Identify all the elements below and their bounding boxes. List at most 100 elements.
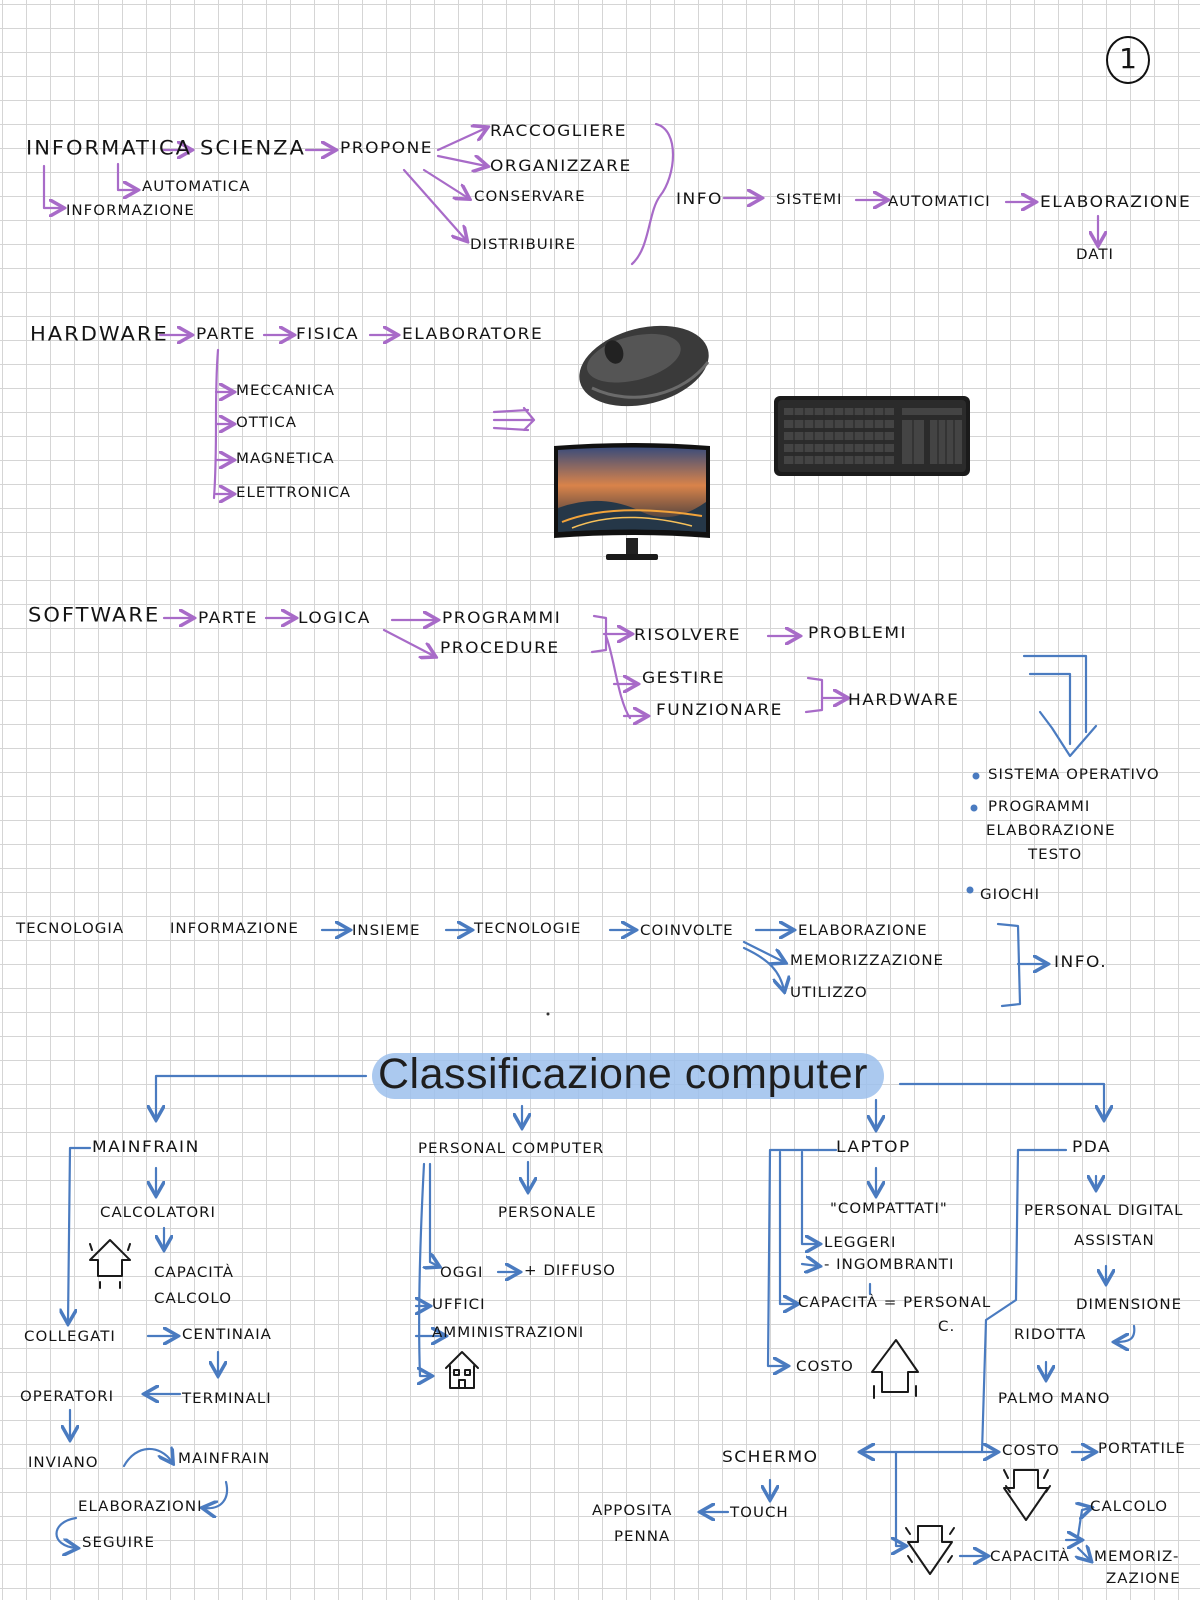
pc-uffici: UFFICI	[432, 1296, 486, 1313]
big-arrow-down	[1022, 654, 1098, 758]
laptop-apposita: APPOSITA	[592, 1502, 673, 1519]
node-propone: PROPONE	[340, 139, 434, 158]
arrow	[1078, 1548, 1090, 1560]
arrow	[122, 1449, 172, 1468]
node-info: INFO	[676, 190, 723, 209]
pc-amministrazioni: AMMINISTRAZIONI	[432, 1324, 585, 1341]
mainframe-elaborazioni: ELABORAZIONI	[78, 1498, 203, 1515]
node-informatica: INFORMATICA	[26, 137, 193, 160]
node-procedure: PROCEDURE	[440, 639, 560, 658]
pda-palmo-mano: PALMO MANO	[998, 1390, 1111, 1407]
down-arrow-icon	[905, 1525, 955, 1575]
node-parte-fisica: PARTE	[196, 325, 256, 344]
node-informazione-tec: INFORMAZIONE	[170, 920, 299, 937]
arrow	[766, 1148, 838, 1366]
bullet	[972, 772, 980, 780]
pc-personale: PERSONALE	[498, 1204, 597, 1221]
pda-memorizzazione: MEMORIZ-	[1094, 1548, 1180, 1565]
pda-dimensione: DIMENSIONE	[1076, 1296, 1183, 1313]
arrow	[422, 168, 468, 198]
mainframe-title: MAINFRAIN	[92, 1138, 200, 1157]
arrow	[204, 1480, 229, 1508]
node-tecnologia: TECNOLOGIA	[16, 920, 125, 937]
verb-raccogliere: RACCOGLIERE	[490, 122, 628, 141]
arrow	[896, 1450, 904, 1546]
node-coinvolte: COINVOLTE	[640, 922, 734, 939]
pda-portatile: PORTATILE	[1098, 1440, 1186, 1457]
tree-line-pda	[898, 1082, 1104, 1118]
arrow	[742, 946, 784, 990]
arrow	[436, 128, 486, 152]
bracket	[996, 922, 1022, 1008]
node-programmi: PROGRAMMI	[442, 609, 562, 628]
pda-personal-digital: PERSONAL DIGITAL	[1024, 1202, 1184, 1219]
arrow	[778, 1150, 796, 1304]
node-funzionare: FUNZIONARE	[656, 701, 783, 720]
bracket-line	[604, 634, 632, 720]
mainframe-inviano: INVIANO	[28, 1454, 99, 1471]
laptop-compattati: "COMPATTATI"	[830, 1200, 948, 1217]
pda-line	[980, 1148, 1068, 1454]
laptop-penna: PENNA	[614, 1528, 671, 1545]
node-elaborazione: ELABORAZIONE	[1040, 193, 1192, 212]
laptop-ingombranti: - INGOMBRANTI	[824, 1256, 955, 1273]
type-meccanica: MECCANICA	[236, 382, 336, 399]
arrow	[742, 940, 784, 962]
laptop-title: LAPTOP	[836, 1138, 911, 1157]
arrow	[402, 168, 466, 240]
laptop-touch: TOUCH	[730, 1504, 789, 1521]
arrow	[430, 1162, 438, 1266]
tree-line-mainframe	[156, 1074, 368, 1118]
type-ottica: OTTICA	[236, 414, 298, 431]
up-arrow-icon	[89, 1239, 131, 1289]
mainframe-capacita: CAPACITÀ	[154, 1264, 234, 1281]
type-magnetica: MAGNETICA	[236, 450, 335, 467]
pc-oggi: OGGI	[440, 1264, 484, 1281]
pda-title: PDA	[1072, 1138, 1112, 1157]
house-icon	[445, 1351, 479, 1389]
mainframe-mainfrain: MAINFRAIN	[178, 1450, 271, 1467]
mainframe-collegati: COLLEGATI	[24, 1328, 116, 1345]
arrow	[382, 628, 434, 656]
page-number: 1	[1106, 36, 1150, 84]
verb-conservare: CONSERVARE	[474, 188, 586, 205]
mainframe-terminali: TERMINALI	[182, 1390, 272, 1407]
node-info-tec: INFO.	[1054, 953, 1108, 972]
node-informazione: INFORMAZIONE	[66, 202, 195, 219]
node-hardware-target: HARDWARE	[848, 691, 960, 710]
mainframe-seguire: SEGUIRE	[82, 1534, 155, 1551]
mainframe-centinaia: CENTINAIA	[182, 1326, 272, 1343]
ink-dot	[546, 1012, 550, 1016]
bullet	[970, 804, 978, 812]
node-tecnologie: TECNOLOGIE	[474, 920, 582, 937]
double-arrow	[492, 406, 536, 432]
pc-diffuso: + DIFFUSO	[524, 1262, 616, 1279]
mainframe-operatori: OPERATORI	[20, 1388, 115, 1405]
arrow	[800, 1264, 818, 1266]
example-testo: TESTO	[1028, 846, 1083, 863]
laptop-capacita: CAPACITÀ = PERSONAL	[798, 1294, 992, 1311]
pda-ridotta: RIDOTTA	[1014, 1326, 1087, 1343]
pda-zazione: ZAZIONE	[1106, 1570, 1181, 1587]
arrow	[116, 162, 136, 190]
classification-title: Classificazione computer	[378, 1050, 868, 1098]
node-risolvere: RISOLVERE	[634, 626, 742, 645]
pda-calcolo: CALCOLO	[1090, 1498, 1169, 1515]
arrow	[1116, 1324, 1136, 1342]
up-arrow-icon	[871, 1339, 919, 1399]
title-highlight	[372, 1053, 884, 1099]
laptop-c: C.	[938, 1318, 956, 1335]
pc-title: PERSONAL COMPUTER	[418, 1140, 605, 1157]
pda-costo: COSTO	[1002, 1442, 1060, 1459]
node-parte-logica: PARTE	[198, 609, 258, 628]
bullet	[966, 886, 974, 894]
laptop-costo: COSTO	[796, 1358, 854, 1375]
mainframe-calcolo: CALCOLO	[154, 1290, 233, 1307]
node-sistemi: SISTEMI	[776, 191, 843, 208]
node-fisica: FISICA	[296, 325, 360, 344]
arrow	[419, 1162, 430, 1376]
pda-capacita: CAPACITÀ	[990, 1548, 1070, 1565]
node-hardware: HARDWARE	[30, 323, 169, 346]
arrow	[800, 1150, 818, 1244]
